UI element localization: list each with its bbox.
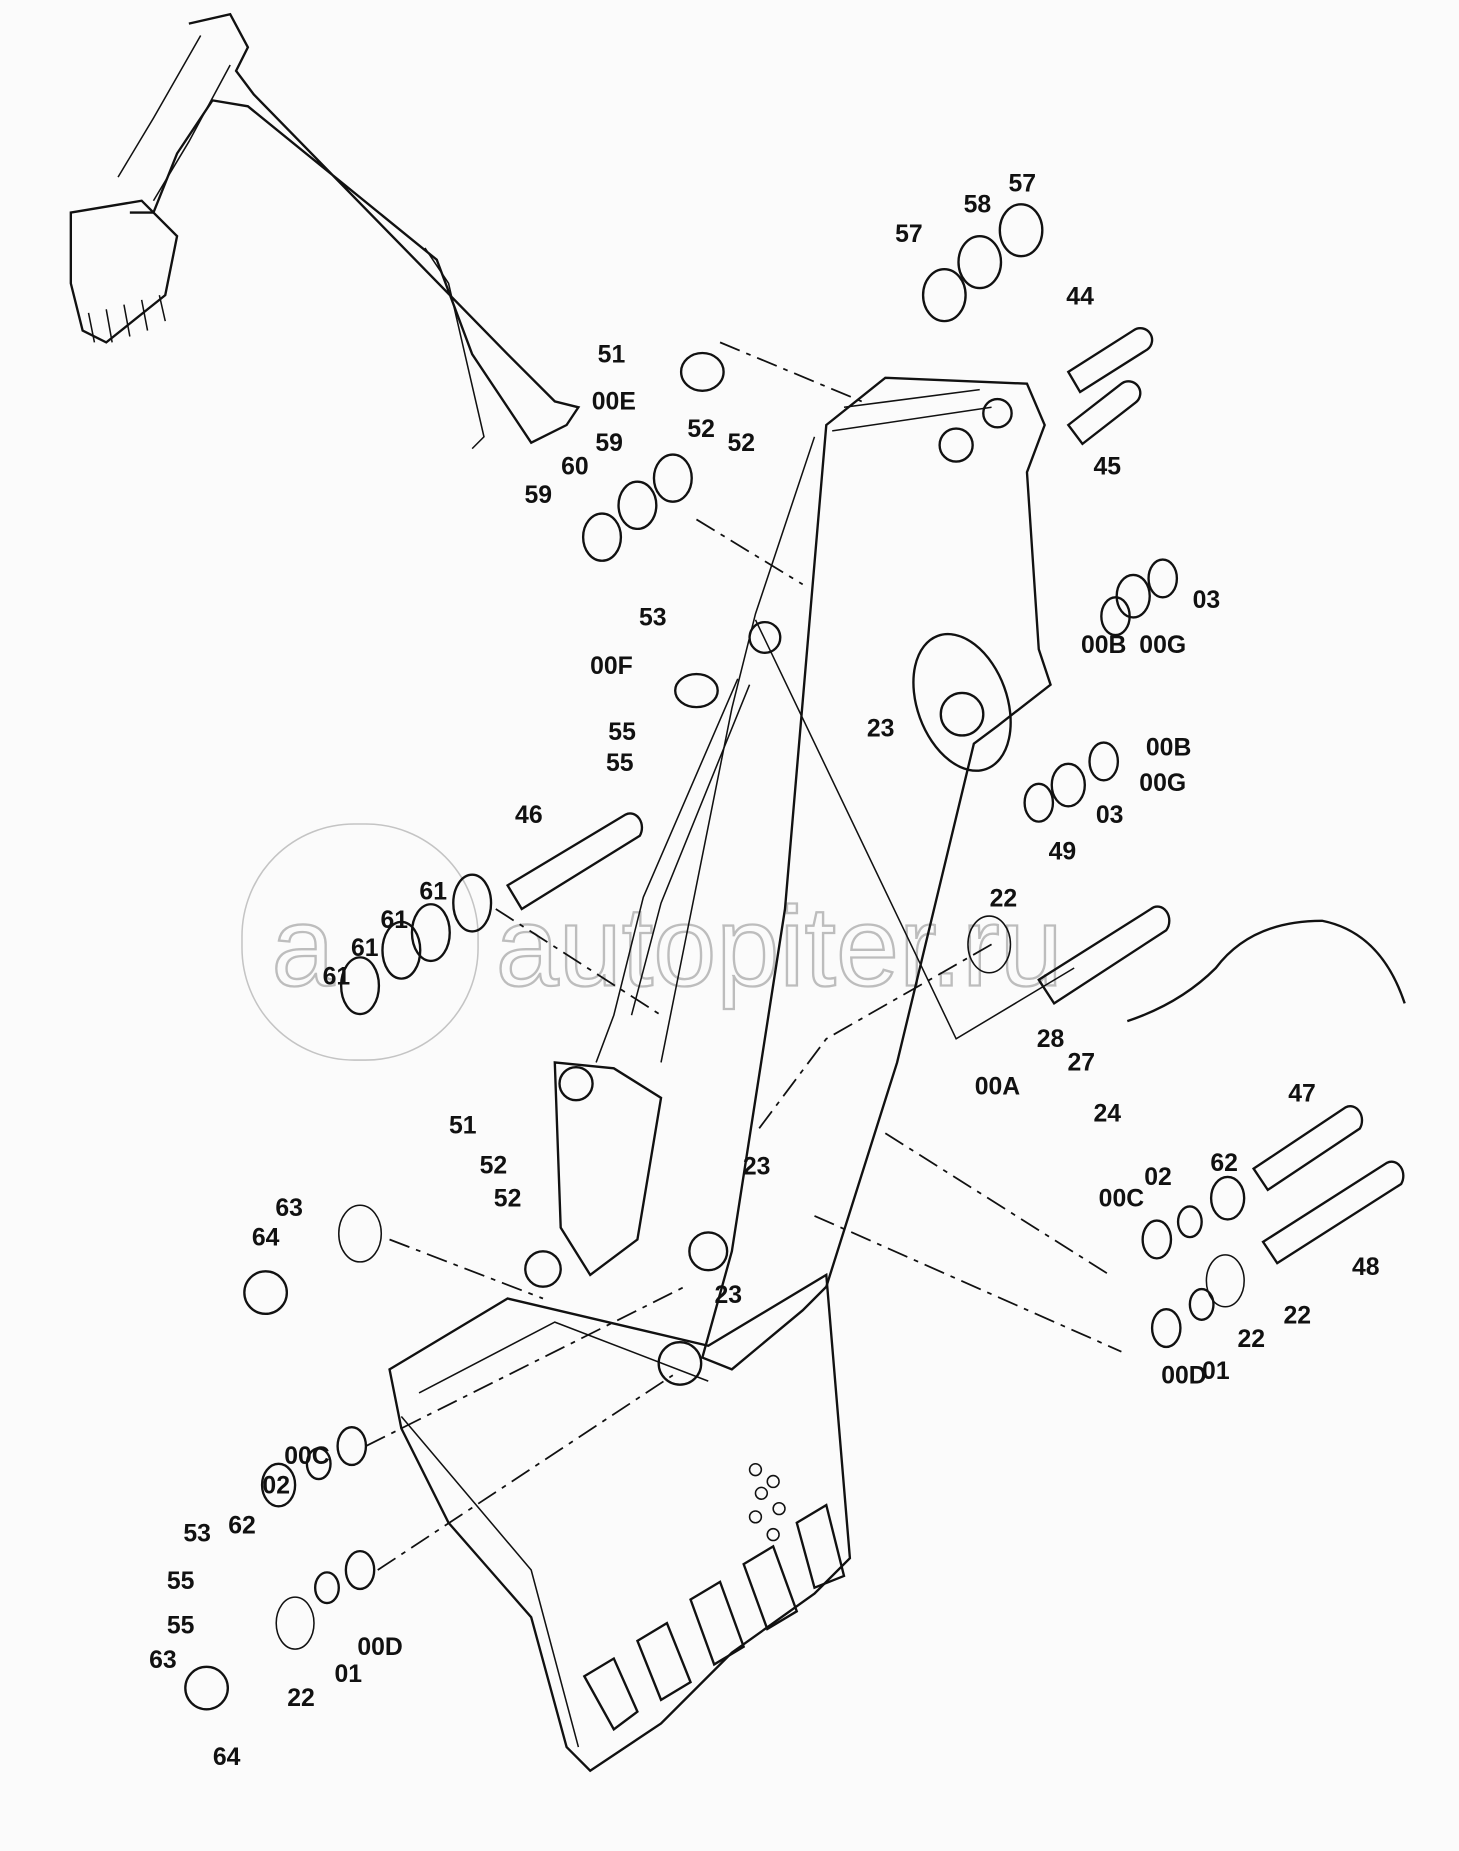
callout-00b: 00B [1146,735,1191,762]
arm-pin-boss [938,427,974,463]
callout-61: 61 [351,935,379,962]
pin-45 [1066,380,1142,446]
callout-52: 52 [687,416,715,443]
callout-labels: 57585744455100E52526059595300F5555230300… [149,170,1380,1771]
callout-63: 63 [275,1195,303,1222]
callout-01: 01 [1202,1358,1230,1385]
callout-58: 58 [964,192,992,219]
watermark-logo-frame [241,823,479,1061]
callout-27: 27 [1067,1050,1095,1077]
inset-arm-icon [69,12,581,450]
callout-47: 47 [1288,1080,1316,1107]
callout-03: 03 [1096,802,1124,829]
bucket-and-link [388,1061,852,1773]
callout-55: 55 [606,750,634,777]
callout-46: 46 [515,802,543,829]
pin-49 [1037,905,1171,1006]
callout-00c: 00C [284,1443,330,1470]
callout-52: 52 [728,430,756,457]
callout-61: 61 [380,907,408,934]
callout-52: 52 [494,1185,522,1212]
callout-00f: 00F [590,653,633,680]
callout-61: 61 [419,879,447,906]
callout-23: 23 [743,1154,771,1181]
pin-44 [1066,327,1154,394]
callout-22: 22 [287,1685,315,1712]
callout-51: 51 [449,1112,477,1139]
callout-00d: 00D [1161,1363,1206,1390]
callout-63: 63 [149,1647,177,1674]
callout-53: 53 [639,605,667,632]
callout-02: 02 [1144,1164,1172,1191]
callout-24: 24 [1093,1100,1121,1127]
callout-59: 59 [524,482,552,509]
arm-body [595,376,1052,1371]
callout-52: 52 [480,1152,508,1179]
callout-00c: 00C [1099,1185,1145,1212]
callout-02: 02 [262,1472,290,1499]
callout-01: 01 [334,1661,362,1688]
callout-44: 44 [1066,284,1094,311]
pins [505,327,1406,1265]
shims-and-seals [184,203,1246,1711]
hose-24 [1126,919,1406,1023]
callout-49: 49 [1049,838,1077,865]
callout-00e: 00E [592,389,636,416]
callout-00d: 00D [357,1634,402,1661]
bucket-bolts [748,1463,786,1542]
callout-23: 23 [715,1282,743,1309]
callout-28: 28 [1037,1026,1065,1053]
callout-60: 60 [561,454,589,481]
callout-59: 59 [595,430,623,457]
callout-03: 03 [1193,587,1221,614]
callout-22: 22 [990,886,1018,913]
callout-55: 55 [167,1613,195,1640]
watermark-logo: a [271,884,335,1011]
callout-23: 23 [867,716,895,743]
callout-00a: 00A [975,1073,1021,1100]
callout-62: 62 [228,1512,256,1539]
callout-51: 51 [598,341,626,368]
callout-64: 64 [252,1224,280,1251]
callout-48: 48 [1352,1254,1380,1281]
callout-53: 53 [183,1521,211,1548]
callout-61: 61 [323,964,351,991]
callout-62: 62 [1210,1150,1238,1177]
callout-22: 22 [1284,1302,1312,1329]
pin-48 [1261,1160,1405,1265]
callout-00g: 00G [1139,632,1186,659]
callout-22: 22 [1237,1326,1265,1353]
callout-00g: 00G [1139,770,1186,797]
pin-47 [1251,1105,1364,1192]
assembly-lines [365,341,1122,1571]
callout-57: 57 [895,221,923,248]
callout-55: 55 [167,1568,195,1595]
bucket-teeth [582,1503,846,1732]
callout-00b: 00B [1081,632,1126,659]
callout-55: 55 [608,719,636,746]
pin-46 [505,812,644,911]
callout-57: 57 [1008,170,1036,197]
callout-64: 64 [213,1744,241,1771]
callout-45: 45 [1093,454,1121,481]
